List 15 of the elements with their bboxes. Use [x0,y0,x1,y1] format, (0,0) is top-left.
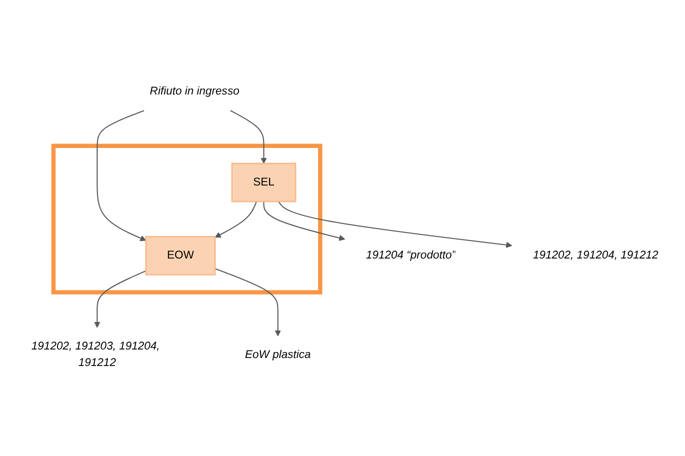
arrow [278,202,512,248]
arrow [214,202,257,238]
node-text: 191202, 191203, 191204, 191212 [31,340,160,370]
node-box: EOW [145,236,216,276]
arrow [96,110,146,242]
arrow [94,270,146,328]
node-box: SEL [231,163,296,203]
node-text: Rifiuto in ingresso [150,86,240,98]
node-text: EoW plastica [245,349,311,362]
arrow [263,202,346,242]
arrow [230,110,267,164]
node-text: 191204 “prodotto” [366,250,456,262]
cluster [51,144,322,295]
arrow [214,268,281,337]
node-text: 191202, 191204, 191212 [532,250,658,262]
